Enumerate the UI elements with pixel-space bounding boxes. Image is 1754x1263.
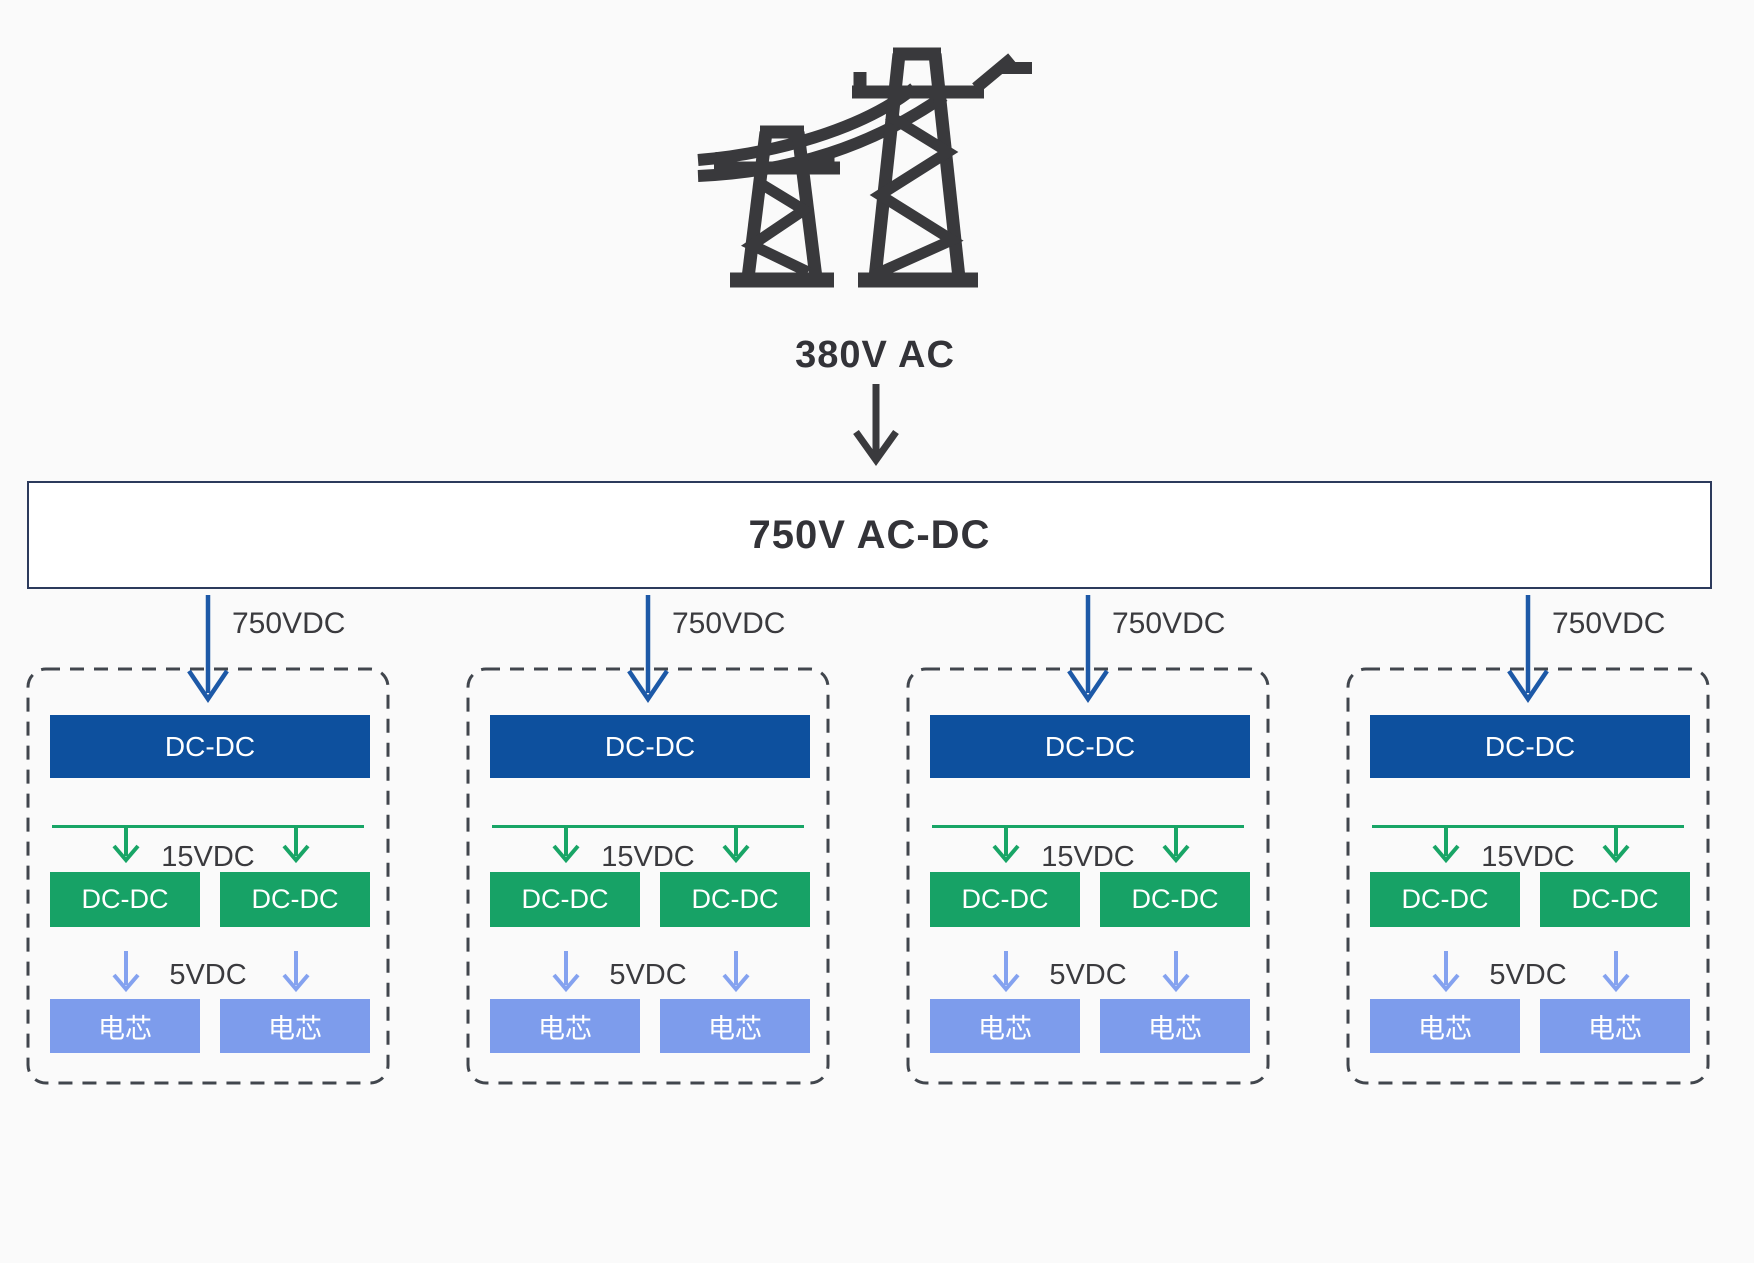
low-voltage-label: 5VDC: [169, 959, 247, 991]
feed-arrow-icon: [1067, 595, 1109, 704]
transmission-tower-icon: [697, 47, 1032, 288]
bus-arrow-right-icon: [1602, 826, 1630, 864]
branch-dashed-frame: [1346, 667, 1710, 1085]
cell-arrow-left-icon: [1432, 951, 1460, 993]
primary-dcdc-box: DC-DC: [930, 715, 1250, 778]
feed-arrow-icon: [1507, 595, 1549, 704]
sub-dcdc-box-left: DC-DC: [50, 872, 200, 927]
mid-voltage-label: 15VDC: [601, 841, 695, 873]
bus-arrow-left-icon: [552, 826, 580, 864]
power-branch: 750VDC DC-DC 15VDC DC-DC DC-DC 5VDC 电芯 电…: [466, 595, 830, 1095]
feed-arrow-icon: [187, 595, 229, 704]
sub-dcdc-box-right: DC-DC: [1100, 872, 1250, 927]
sub-dcdc-box-right: DC-DC: [660, 872, 810, 927]
sub-dcdc-box-left: DC-DC: [1370, 872, 1520, 927]
cell-arrow-left-icon: [112, 951, 140, 993]
bus-line: [52, 825, 364, 828]
feed-arrow-icon: [627, 595, 669, 704]
power-branch: 750VDC DC-DC 15VDC DC-DC DC-DC 5VDC 电芯 电…: [26, 595, 390, 1095]
battery-cell-box-left: 电芯: [1370, 999, 1520, 1053]
low-voltage-label: 5VDC: [1049, 959, 1127, 991]
battery-cell-box-left: 电芯: [490, 999, 640, 1053]
sub-dcdc-box-right: DC-DC: [220, 872, 370, 927]
bus-arrow-right-icon: [1162, 826, 1190, 864]
battery-cell-box-right: 电芯: [1100, 999, 1250, 1053]
cell-arrow-left-icon: [552, 951, 580, 993]
primary-dcdc-box: DC-DC: [50, 715, 370, 778]
bus-line: [1372, 825, 1684, 828]
power-branch: 750VDC DC-DC 15VDC DC-DC DC-DC 5VDC 电芯 电…: [1346, 595, 1710, 1095]
mid-voltage-label: 15VDC: [161, 841, 255, 873]
mid-voltage-label: 15VDC: [1481, 841, 1575, 873]
sub-dcdc-box-right: DC-DC: [1540, 872, 1690, 927]
feed-voltage-label: 750VDC: [232, 607, 346, 640]
battery-cell-box-left: 电芯: [930, 999, 1080, 1053]
battery-cell-box-right: 电芯: [1540, 999, 1690, 1053]
grid-to-converter-arrow-icon: [853, 384, 899, 467]
feed-voltage-label: 750VDC: [1112, 607, 1226, 640]
battery-cell-box-left: 电芯: [50, 999, 200, 1053]
primary-dcdc-box: DC-DC: [1370, 715, 1690, 778]
branch-dashed-frame: [26, 667, 390, 1085]
cell-arrow-right-icon: [282, 951, 310, 993]
source-voltage-label: 380V AC: [795, 334, 955, 376]
cell-arrow-left-icon: [992, 951, 1020, 993]
low-voltage-label: 5VDC: [609, 959, 687, 991]
sub-dcdc-box-left: DC-DC: [930, 872, 1080, 927]
battery-cell-box-right: 电芯: [660, 999, 810, 1053]
power-branch: 750VDC DC-DC 15VDC DC-DC DC-DC 5VDC 电芯 电…: [906, 595, 1270, 1095]
branch-dashed-frame: [906, 667, 1270, 1085]
bus-arrow-right-icon: [722, 826, 750, 864]
feed-voltage-label: 750VDC: [1552, 607, 1666, 640]
main-acdc-converter-box: 750V AC-DC: [27, 481, 1712, 589]
branch-dashed-frame: [466, 667, 830, 1085]
cell-arrow-right-icon: [1162, 951, 1190, 993]
bus-arrow-left-icon: [1432, 826, 1460, 864]
battery-cell-box-right: 电芯: [220, 999, 370, 1053]
mid-voltage-label: 15VDC: [1041, 841, 1135, 873]
feed-voltage-label: 750VDC: [672, 607, 786, 640]
bus-line: [492, 825, 804, 828]
bus-arrow-left-icon: [112, 826, 140, 864]
cell-arrow-right-icon: [1602, 951, 1630, 993]
low-voltage-label: 5VDC: [1489, 959, 1567, 991]
bus-line: [932, 825, 1244, 828]
sub-dcdc-box-left: DC-DC: [490, 872, 640, 927]
primary-dcdc-box: DC-DC: [490, 715, 810, 778]
bus-arrow-left-icon: [992, 826, 1020, 864]
cell-arrow-right-icon: [722, 951, 750, 993]
bus-arrow-right-icon: [282, 826, 310, 864]
